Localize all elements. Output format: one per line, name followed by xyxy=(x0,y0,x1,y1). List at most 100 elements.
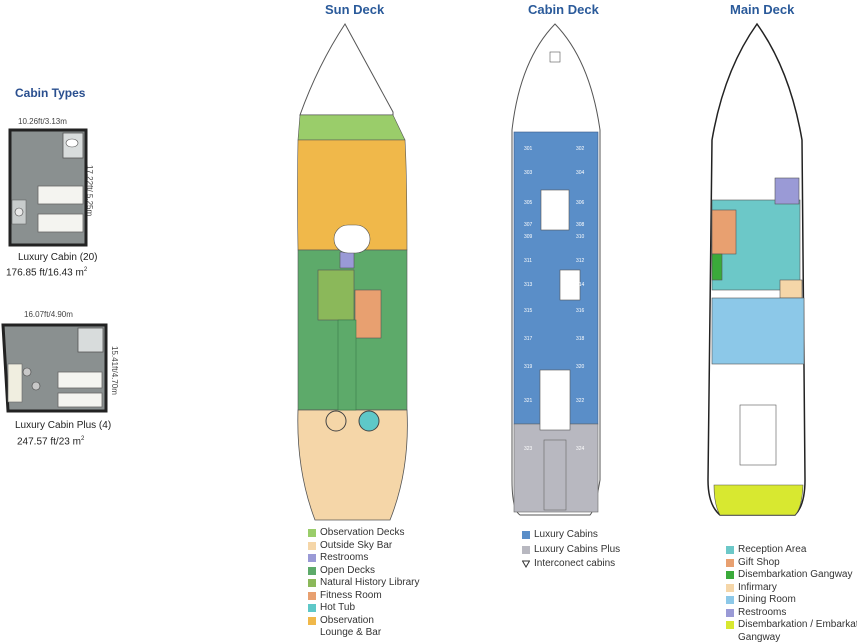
luxury-plus-cabin-area-sup: 2 xyxy=(81,436,84,442)
legend-swatch xyxy=(522,531,530,539)
legend-label: Observation xyxy=(320,615,374,627)
main-deck-plan xyxy=(708,24,805,515)
legend-label: Disembarkation Gangway xyxy=(738,569,853,581)
legend-item: Dining Room xyxy=(726,594,857,607)
luxury-cabin-area: 176.85 ft/16.43 m2 xyxy=(6,264,87,279)
legend-label: Disembarkation / Embarkation xyxy=(738,619,857,631)
luxury-plus-cabin-area: 247.57 ft/23 m2 xyxy=(17,433,84,448)
cabin-number: 315 xyxy=(524,308,532,314)
cabin-number: 310 xyxy=(576,234,584,240)
luxury-plus-cabin-plan xyxy=(3,325,106,411)
cabin-number: 308 xyxy=(576,222,584,228)
legend-swatch xyxy=(726,546,734,554)
cabin-number: 323 xyxy=(524,446,532,452)
legend-item: Lounge & Bar xyxy=(308,627,419,640)
legend-swatch xyxy=(308,579,316,587)
cabin-number: 303 xyxy=(524,170,532,176)
legend-label: Lounge & Bar xyxy=(320,627,381,639)
legend-item: Natural History Library xyxy=(308,577,419,590)
legend-label: Infirmary xyxy=(738,582,777,594)
legend-item: Disembarkation Gangway xyxy=(726,569,857,582)
legend-item: Open Decks xyxy=(308,565,419,578)
luxury-cabin-plan xyxy=(10,130,86,245)
cabin-number: 307 xyxy=(524,222,532,228)
luxury-plus-depth-dim: 15.41ft/4.70m xyxy=(110,346,119,395)
legend-item: Gift Shop xyxy=(726,557,857,570)
main-deck-title: Main Deck xyxy=(730,2,794,17)
cabin-number: 311 xyxy=(524,258,532,264)
legend-item: Hot Tub xyxy=(308,602,419,615)
cabin-number: 324 xyxy=(576,446,584,452)
legend-label: Dining Room xyxy=(738,594,796,606)
cabin-number: 306 xyxy=(576,200,584,206)
legend-label: Reception Area xyxy=(738,544,806,556)
cabin-number: 309 xyxy=(524,234,532,240)
luxury-cabin-area-sup: 2 xyxy=(84,267,87,273)
cabin-number: 313 xyxy=(524,282,532,288)
luxury-plus-cabin-name: Luxury Cabin Plus (4) xyxy=(15,420,111,432)
cabin-number: 319 xyxy=(524,364,532,370)
luxury-plus-cabin-area-value: 247.57 ft/23 m xyxy=(17,436,81,447)
legend-item: Fitness Room xyxy=(308,590,419,603)
cabin-number: 321 xyxy=(524,398,532,404)
legend-label: Restrooms xyxy=(320,552,368,564)
legend-item: Outside Sky Bar xyxy=(308,540,419,553)
legend-label: Restrooms xyxy=(738,607,786,619)
cabin-number: 320 xyxy=(576,364,584,370)
cabin-number: 322 xyxy=(576,398,584,404)
legend-item: Reception Area xyxy=(726,544,857,557)
legend-swatch-empty xyxy=(726,634,734,642)
legend-label: Open Decks xyxy=(320,565,375,577)
legend-swatch-empty xyxy=(308,629,316,637)
legend-swatch xyxy=(308,617,316,625)
legend-item: Observation Decks xyxy=(308,527,419,540)
cabin-number: 301 xyxy=(524,146,532,152)
legend-item: Luxury Cabins Plus xyxy=(522,544,620,559)
legend-item: Observation xyxy=(308,615,419,628)
cabin-number: 318 xyxy=(576,336,584,342)
legend-swatch xyxy=(308,604,316,612)
legend-swatch xyxy=(522,546,530,554)
legend-swatch xyxy=(726,609,734,617)
legend-swatch xyxy=(726,559,734,567)
legend-item: Infirmary xyxy=(726,582,857,595)
legend-swatch xyxy=(308,554,316,562)
cabin-number: 305 xyxy=(524,200,532,206)
cabin-deck-title: Cabin Deck xyxy=(528,2,599,17)
cabin-number: 316 xyxy=(576,308,584,314)
legend-swatch xyxy=(726,584,734,592)
legend-swatch xyxy=(308,567,316,575)
legend-label: Hot Tub xyxy=(320,602,355,614)
legend-item: Restrooms xyxy=(726,607,857,620)
cabin-number: 304 xyxy=(576,170,584,176)
sun-deck-title: Sun Deck xyxy=(325,2,384,17)
cabin-number: 314 xyxy=(576,282,584,288)
cabin-number: 302 xyxy=(576,146,584,152)
cabin-number: 317 xyxy=(524,336,532,342)
sun-deck-plan xyxy=(298,24,408,520)
legend-swatch xyxy=(308,542,316,550)
legend-swatch xyxy=(308,592,316,600)
luxury-cabin-name: Luxury Cabin (20) xyxy=(18,252,97,264)
legend-swatch xyxy=(726,571,734,579)
cabin-deck-plan xyxy=(512,24,600,515)
legend-item: Luxury Cabins xyxy=(522,529,620,544)
legend-item: Disembarkation / Embarkation xyxy=(726,619,857,632)
legend-label: Interconect cabins xyxy=(534,558,615,570)
cabin-number: 312 xyxy=(576,258,584,264)
legend-swatch xyxy=(308,529,316,537)
legend-label: Fitness Room xyxy=(320,590,382,602)
legend-label: Luxury Cabins Plus xyxy=(534,544,620,556)
legend-label: Outside Sky Bar xyxy=(320,540,392,552)
luxury-plus-width-dim: 16.07ft/4.90m xyxy=(24,310,73,319)
legend-label: Luxury Cabins xyxy=(534,529,598,541)
legend-item: Interconect cabins xyxy=(522,558,620,573)
legend-label: Natural History Library xyxy=(320,577,419,589)
legend-label: Observation Decks xyxy=(320,527,404,539)
legend-item: Gangway xyxy=(726,632,857,644)
legend-swatch xyxy=(726,621,734,629)
luxury-cabin-area-value: 176.85 ft/16.43 m xyxy=(6,267,84,278)
